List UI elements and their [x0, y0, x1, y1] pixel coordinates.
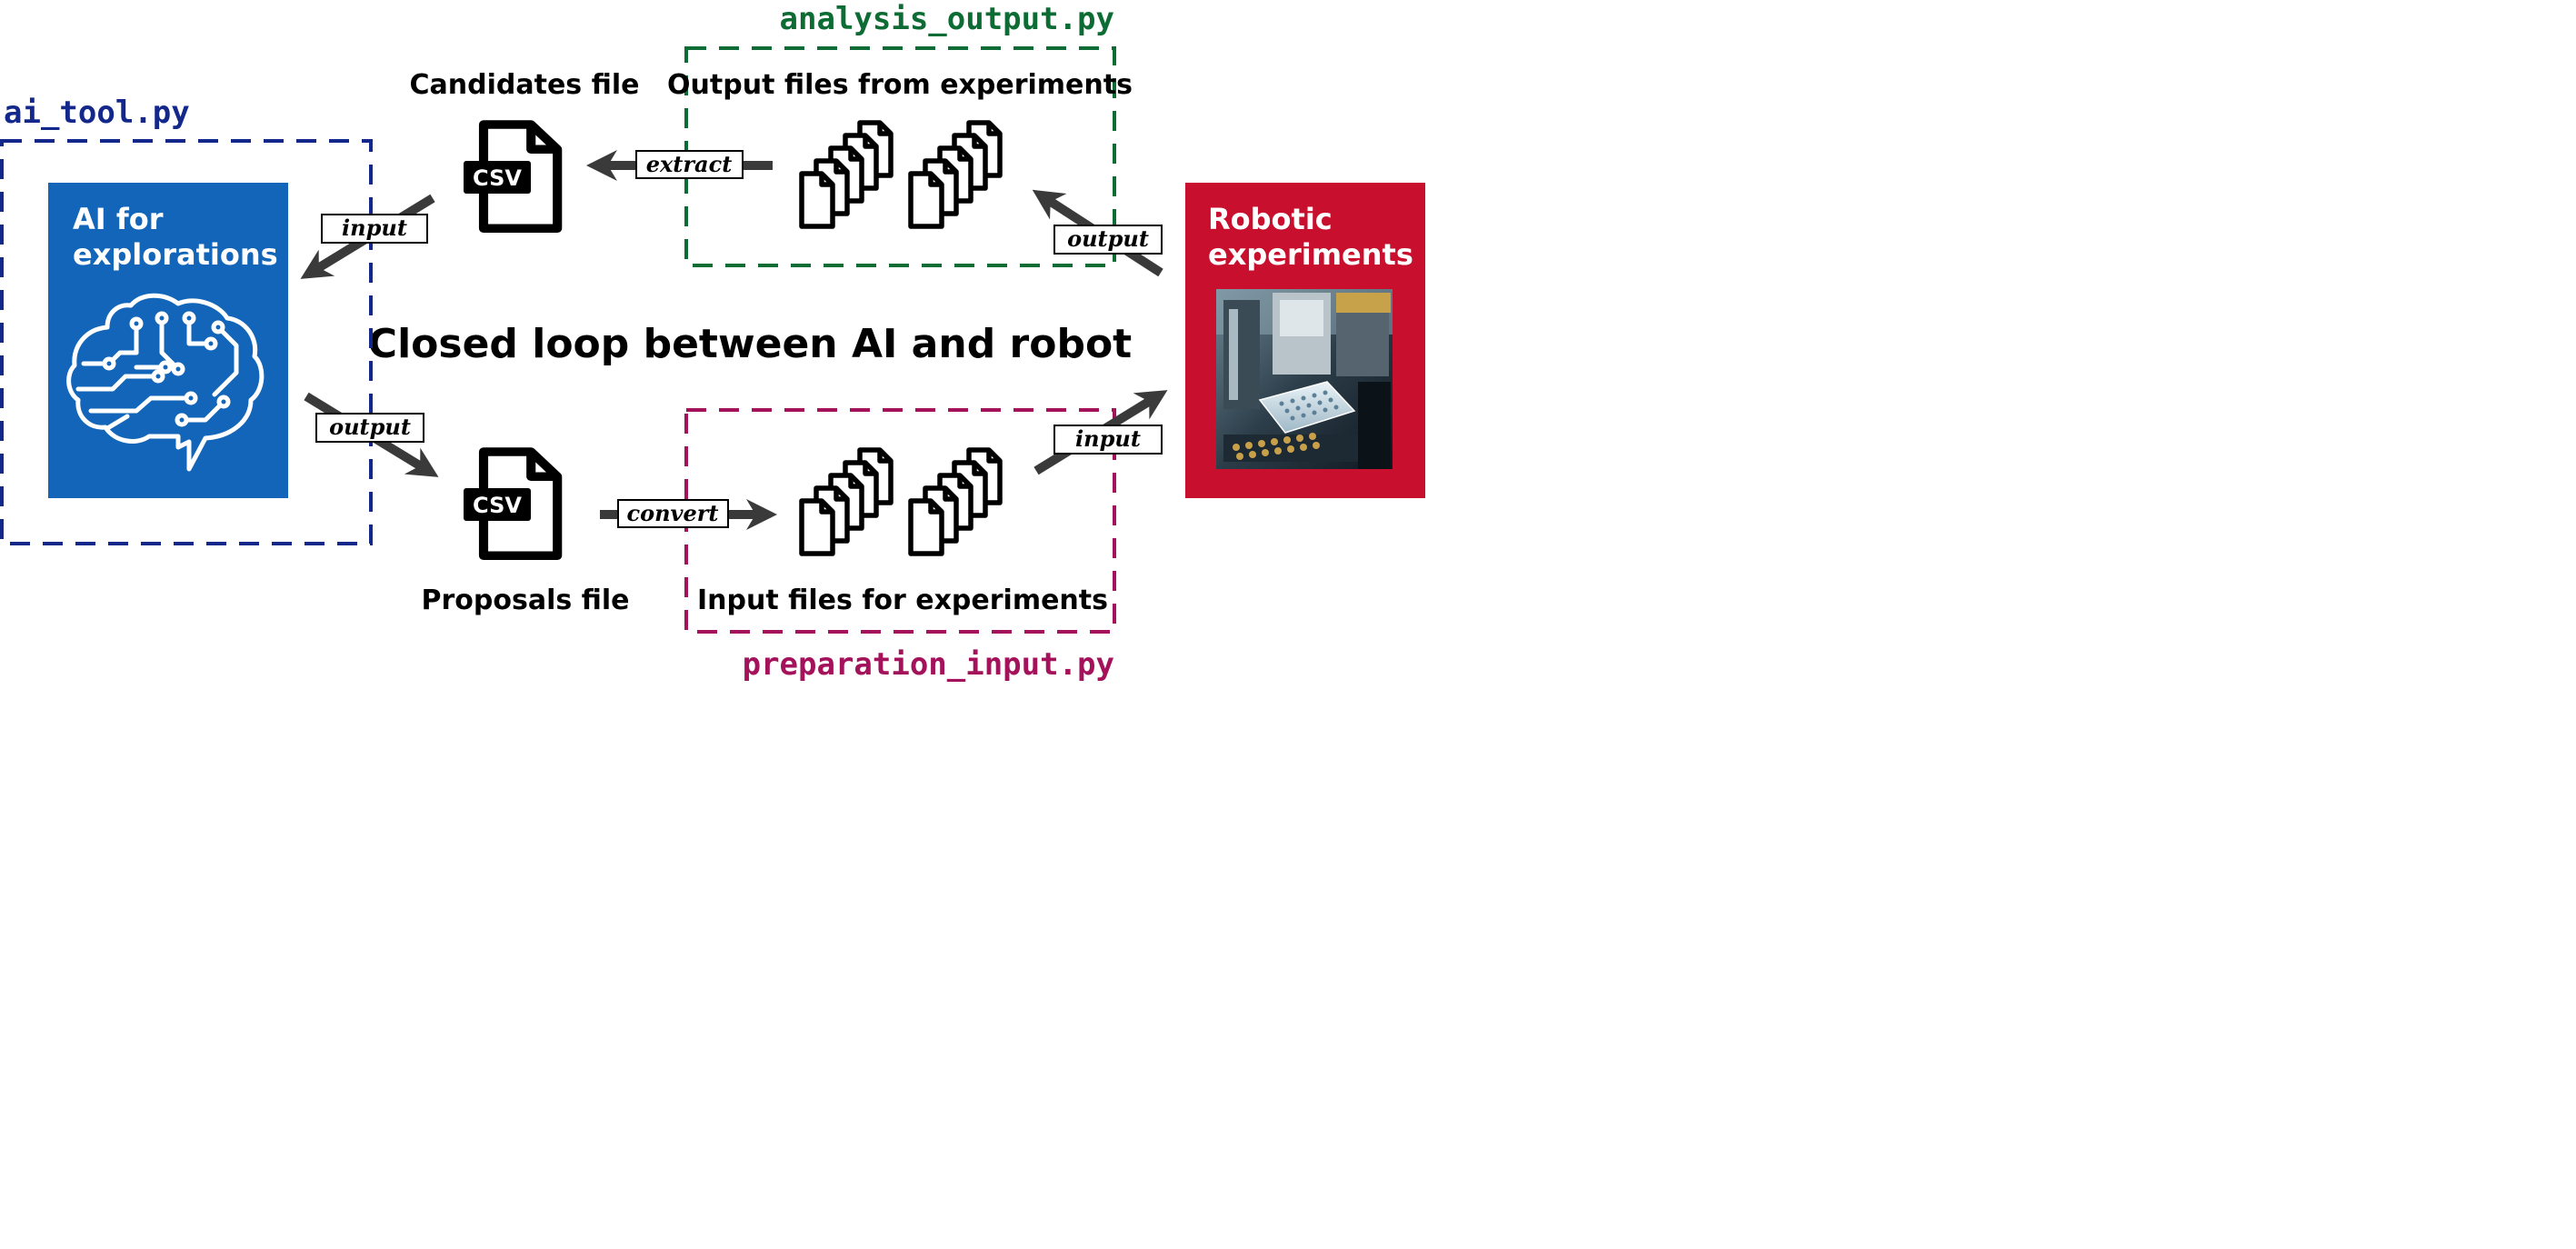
closed-loop-diagram: Closed loop between AI and robot ai_tool…: [0, 1, 1425, 683]
convert-tag-text: convert: [626, 500, 718, 526]
robotic-experiments-box: Robotic experiments: [1185, 183, 1425, 498]
proposals-csv-badge: CSV: [473, 493, 522, 518]
output-from-robot-tag-text: output: [1067, 225, 1149, 252]
input-to-ai-tag: input: [321, 214, 428, 244]
analysis-output-script-label: analysis_output.py: [780, 1, 1114, 37]
output-files-label: Output files from experiments: [667, 69, 1133, 101]
output-files-stack-left-icon: [802, 123, 891, 226]
candidates-csv-badge: CSV: [473, 165, 522, 191]
convert-tag: convert: [617, 499, 729, 528]
diagram-title: Closed loop between AI and robot: [368, 321, 1132, 367]
input-to-ai-tag-text: input: [342, 215, 407, 241]
input-files-stack-right-icon: [911, 450, 1000, 554]
proposals-csv-file-icon: CSV: [464, 452, 557, 555]
candidates-file-label: Candidates file: [410, 69, 640, 101]
ai-tool-region: [0, 139, 373, 545]
robot-box-title-line2: experiments: [1208, 237, 1413, 272]
output-from-ai-tag-text: output: [329, 414, 411, 440]
output-files-stack-right-icon: [911, 123, 1000, 226]
output-from-robot-tag: output: [1053, 225, 1163, 255]
ai-box-title-line2: explorations: [73, 237, 278, 272]
brain-circuit-icon: [66, 293, 265, 472]
ai-tool-script-label: ai_tool.py: [4, 95, 190, 131]
output-from-ai-tag: output: [315, 413, 424, 443]
input-to-robot-tag: input: [1053, 425, 1163, 455]
ai-explorations-box: AI for explorations: [48, 183, 288, 498]
input-files-stack-left-icon: [802, 450, 891, 554]
input-to-robot-tag-text: input: [1075, 425, 1141, 452]
preparation-input-script-label: preparation_input.py: [743, 646, 1114, 683]
candidates-csv-file-icon: CSV: [464, 125, 557, 228]
extract-tag-text: extract: [646, 151, 733, 177]
robot-lab-photo: [1216, 289, 1393, 469]
extract-tag: extract: [635, 150, 744, 179]
input-files-label: Input files for experiments: [697, 585, 1108, 616]
ai-box-title-line1: AI for: [73, 202, 164, 236]
robot-box-title-line1: Robotic: [1208, 202, 1333, 236]
proposals-file-label: Proposals file: [421, 585, 629, 616]
